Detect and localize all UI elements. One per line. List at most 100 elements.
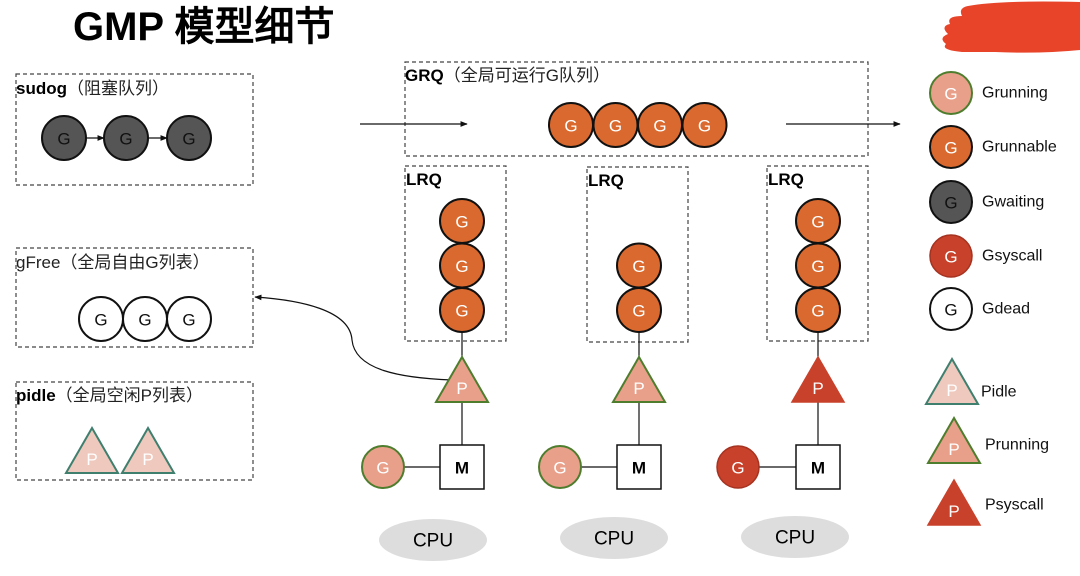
lrq-goroutine: G bbox=[439, 287, 485, 333]
goroutine-glyph: G bbox=[138, 311, 151, 330]
running-goroutine: G bbox=[538, 445, 582, 489]
goroutine-circle-gsyscall bbox=[716, 445, 760, 489]
processor-p: P bbox=[434, 355, 490, 403]
goroutine-glyph: G bbox=[564, 117, 577, 136]
goroutine-circle-grunning bbox=[929, 71, 973, 115]
machine-m-label: M bbox=[632, 459, 646, 478]
goroutine-circle-grunnable bbox=[616, 242, 662, 289]
pidle-processor: P bbox=[64, 426, 120, 474]
legend-item-gdead: G Gdead bbox=[929, 287, 1030, 331]
lrq-goroutine: G bbox=[439, 198, 485, 244]
processor-triangle-psyscall bbox=[790, 355, 846, 403]
processor-glyph: P bbox=[142, 450, 153, 469]
lrq-goroutine: G bbox=[616, 242, 662, 289]
goroutine-glyph: G bbox=[119, 130, 132, 149]
goroutine-glyph: G bbox=[944, 139, 957, 158]
cpu-label: CPU bbox=[594, 529, 634, 550]
goroutine-glyph: G bbox=[944, 301, 957, 320]
svg-text:gFree（全局自由G列表）: gFree（全局自由G列表） bbox=[16, 253, 210, 272]
processor-triangle-prunning bbox=[926, 416, 982, 464]
machine-m-box bbox=[616, 444, 662, 490]
goroutine-glyph: G bbox=[182, 311, 195, 330]
lrq-goroutine: G bbox=[795, 242, 841, 289]
cpu-label: CPU bbox=[413, 531, 453, 552]
goroutine-circle-gwaiting bbox=[103, 115, 149, 161]
grq-goroutine: G bbox=[681, 102, 728, 148]
legend-gwaiting-icon: G bbox=[929, 180, 973, 224]
gfree-desc: （全局自由G列表） bbox=[60, 253, 209, 272]
cpu-ellipse bbox=[560, 517, 668, 559]
gfree-label: gFree bbox=[16, 253, 60, 272]
legend-psyscall-icon: P bbox=[926, 478, 982, 526]
lrq-label: LRQ bbox=[588, 171, 624, 190]
cpu-ellipse bbox=[379, 519, 487, 561]
pidle-label: pidle bbox=[16, 386, 56, 405]
lrq-border bbox=[404, 165, 507, 342]
processor-glyph: P bbox=[948, 440, 959, 459]
p-to-gfree-arrow bbox=[254, 294, 453, 381]
goroutine-glyph: G bbox=[455, 213, 468, 232]
legend-grunning-icon: G bbox=[929, 71, 973, 115]
processor-triangle-pidle bbox=[64, 426, 120, 474]
goroutine-circle-gsyscall bbox=[929, 234, 973, 278]
goroutine-glyph: G bbox=[376, 459, 389, 478]
legend-label: Gwaiting bbox=[982, 194, 1044, 211]
lrq-label: LRQ bbox=[406, 170, 442, 189]
legend-label: Prunning bbox=[985, 437, 1049, 454]
goroutine-circle-grunning bbox=[361, 445, 405, 489]
grq-desc: （全局可运行G队列） bbox=[444, 66, 610, 85]
grq-goroutine: G bbox=[592, 102, 639, 148]
processor-glyph: P bbox=[812, 379, 823, 398]
processor-p: P bbox=[790, 355, 846, 403]
goroutine-circle-gwaiting bbox=[929, 180, 973, 224]
processor-glyph: P bbox=[456, 379, 467, 398]
goroutine-glyph: G bbox=[811, 213, 824, 232]
svg-text:GRQ（全局可运行G队列）: GRQ（全局可运行G队列） bbox=[405, 66, 610, 85]
svg-text:sudog（阻塞队列）: sudog（阻塞队列） bbox=[16, 79, 169, 98]
lrq-goroutine: G bbox=[795, 198, 841, 244]
goroutine-glyph: G bbox=[57, 130, 70, 149]
goroutine-circle-gwaiting bbox=[41, 115, 87, 161]
goroutine-glyph: G bbox=[632, 257, 645, 276]
legend-label: Gdead bbox=[982, 301, 1030, 318]
sudog-border bbox=[15, 73, 254, 186]
machine-m-label: M bbox=[455, 459, 469, 478]
grq-border bbox=[404, 61, 869, 157]
grq-goroutine: G bbox=[548, 102, 594, 148]
processor-glyph: P bbox=[633, 379, 644, 398]
goroutine-circle-gdead bbox=[929, 287, 973, 331]
processor-triangle-pidle bbox=[120, 426, 176, 474]
page-title: GMP 模型细节 bbox=[73, 5, 335, 49]
pidle-processor: P bbox=[120, 426, 176, 474]
goroutine-glyph: G bbox=[944, 85, 957, 104]
sudog-goroutine: G bbox=[41, 115, 87, 161]
goroutine-circle-gdead bbox=[166, 296, 212, 342]
goroutine-circle-grunnable bbox=[439, 198, 485, 244]
running-goroutine: G bbox=[361, 445, 405, 489]
legend-item-gwaiting: G Gwaiting bbox=[929, 180, 1044, 224]
goroutine-glyph: G bbox=[944, 248, 957, 267]
gfree-goroutine: G bbox=[78, 296, 124, 342]
goroutine-glyph: G bbox=[731, 459, 744, 478]
machine-m-box bbox=[795, 444, 841, 490]
goroutine-glyph: G bbox=[653, 117, 666, 136]
processor-triangle-pidle bbox=[924, 357, 980, 405]
grq-label: GRQ bbox=[405, 66, 444, 85]
legend-label: Psyscall bbox=[985, 497, 1044, 514]
lrq-goroutine: G bbox=[616, 287, 662, 333]
legend-pidle-icon: P bbox=[924, 357, 980, 405]
legend-label: Grunnable bbox=[982, 139, 1057, 156]
sudog-goroutine: G bbox=[103, 115, 149, 161]
goroutine-glyph: G bbox=[609, 117, 622, 136]
legend-gdead-icon: G bbox=[929, 287, 973, 331]
